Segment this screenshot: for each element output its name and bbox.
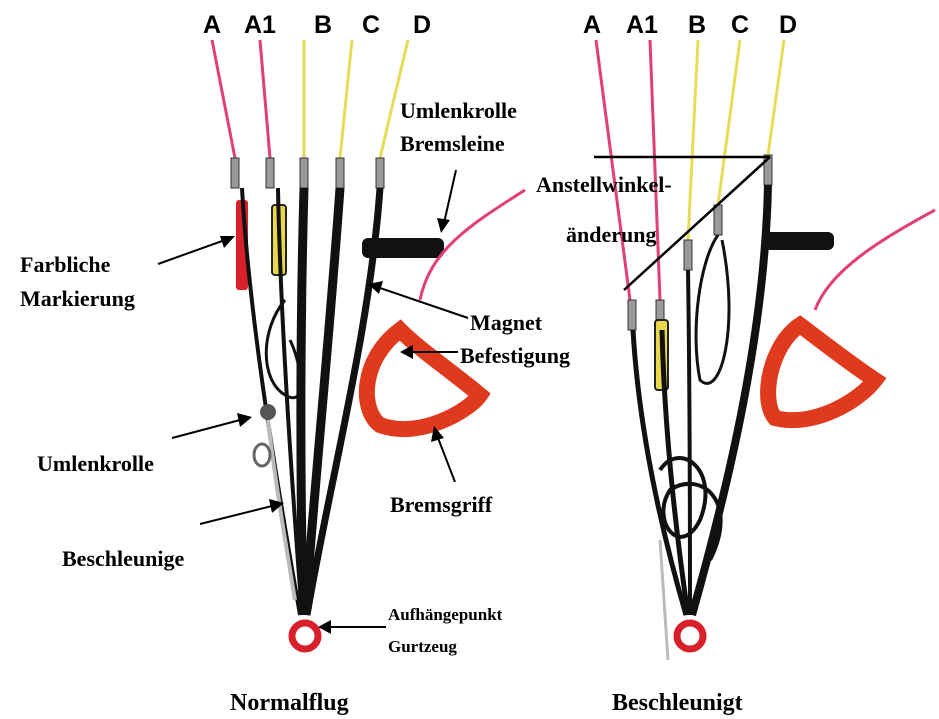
label-aufhaengepunkt: Aufhängepunkt <box>388 605 503 624</box>
riser-label-d: D <box>413 11 431 39</box>
brake-handle-right <box>768 325 875 420</box>
label-befestigung: Befestigung <box>460 343 570 368</box>
pulley <box>260 404 276 420</box>
line-c-left <box>340 40 352 158</box>
caption-normalflug: Normalflug <box>230 690 349 716</box>
label-umlenkrolle-bremsleine-1: Umlenkrolle <box>400 98 517 123</box>
riser-letters-left: A A1 B C D <box>203 11 431 39</box>
line-b-right <box>688 40 698 240</box>
line-a-right <box>596 40 630 300</box>
line-c-right <box>718 40 740 205</box>
riser-set-beschleunigt <box>594 40 935 660</box>
maillon <box>376 158 384 188</box>
magnet-holder <box>762 232 834 250</box>
label-umlenkrolle-bremsleine-2: Bremsleine <box>400 131 505 156</box>
maillon <box>684 240 692 270</box>
label-umlenkrolle: Umlenkrolle <box>37 451 154 476</box>
snap-hook <box>254 444 270 466</box>
carabiner-right <box>677 623 703 649</box>
magnet-holder <box>362 238 444 258</box>
arrow-aufhaengepunkt <box>318 620 386 634</box>
maillon <box>628 300 636 330</box>
riser-label-a1: A1 <box>626 11 658 39</box>
arrow-umlenkrolle-bremsleine <box>437 170 456 233</box>
brake-line-right <box>815 210 935 310</box>
label-magnet: Magnet <box>470 310 543 335</box>
line-d-right <box>768 40 784 155</box>
riser-label-a: A <box>583 11 601 39</box>
riser-label-c: C <box>731 11 749 39</box>
riser-d-right <box>692 185 768 615</box>
carabiner-left <box>292 623 318 649</box>
caption-beschleunigt: Beschleunigt <box>612 690 743 716</box>
arrow-umlenkrolle <box>172 413 252 438</box>
riser-label-d: D <box>779 11 797 39</box>
label-gurtzeug: Gurtzeug <box>388 637 457 656</box>
riser-label-b: B <box>314 11 332 39</box>
riser-label-b: B <box>688 11 706 39</box>
riser-label-a1: A1 <box>244 11 276 39</box>
maillon <box>300 158 308 188</box>
maillon <box>266 158 274 188</box>
label-anstellwinkel-1: Anstellwinkel- <box>536 172 672 197</box>
riser-b-right <box>688 270 690 615</box>
label-bremsgriff: Bremsgriff <box>390 492 493 517</box>
label-anstellwinkel-2: änderung <box>566 222 656 247</box>
label-farbliche: Farbliche <box>20 252 111 277</box>
arrow-magnet <box>368 281 468 318</box>
arrow-bremsgriff <box>431 426 455 482</box>
maillon <box>336 158 344 188</box>
label-beschleunige: Beschleunige <box>62 546 184 571</box>
maillon <box>231 158 239 188</box>
riser-label-c: C <box>362 11 380 39</box>
riser-label-a: A <box>203 11 221 39</box>
arrow-beschleunige <box>200 499 284 524</box>
accel-line-right <box>660 540 668 660</box>
label-markierung: Markierung <box>20 286 135 311</box>
riser-letters-right: A A1 B C D <box>583 11 797 39</box>
maillon <box>714 205 722 235</box>
line-a-left <box>212 40 235 158</box>
riser-bc-loop <box>696 235 729 383</box>
riser-c-left <box>305 188 340 615</box>
riser-b-left <box>301 188 304 615</box>
line-a1-left <box>260 40 270 158</box>
arrow-farbliche <box>158 236 235 264</box>
